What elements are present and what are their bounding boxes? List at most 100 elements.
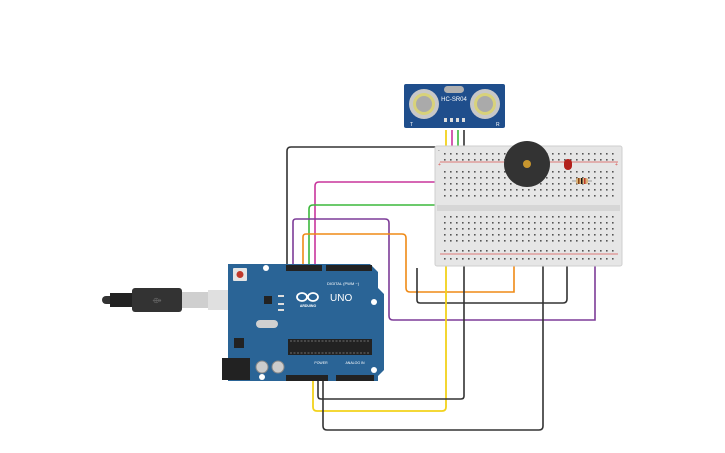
breadboard-hole[interactable] bbox=[510, 222, 512, 224]
breadboard-hole[interactable] bbox=[498, 177, 500, 179]
breadboard-hole[interactable] bbox=[546, 250, 548, 252]
breadboard-hole[interactable] bbox=[594, 222, 596, 224]
breadboard-hole[interactable] bbox=[540, 234, 542, 236]
breadboard-hole[interactable] bbox=[552, 189, 554, 191]
breadboard-hole[interactable] bbox=[468, 258, 470, 260]
breadboard-hole[interactable] bbox=[552, 234, 554, 236]
breadboard-hole[interactable] bbox=[522, 228, 524, 230]
breadboard-hole[interactable] bbox=[570, 228, 572, 230]
breadboard-hole[interactable] bbox=[480, 189, 482, 191]
breadboard-hole[interactable] bbox=[528, 250, 530, 252]
breadboard-hole[interactable] bbox=[522, 258, 524, 260]
breadboard-hole[interactable] bbox=[486, 177, 488, 179]
breadboard-hole[interactable] bbox=[492, 189, 494, 191]
breadboard-hole[interactable] bbox=[534, 234, 536, 236]
breadboard-hole[interactable] bbox=[582, 240, 584, 242]
breadboard-hole[interactable] bbox=[456, 171, 458, 173]
breadboard-hole[interactable] bbox=[612, 159, 614, 161]
breadboard-hole[interactable] bbox=[606, 258, 608, 260]
breadboard-hole[interactable] bbox=[486, 171, 488, 173]
breadboard-hole[interactable] bbox=[552, 240, 554, 242]
breadboard-hole[interactable] bbox=[444, 171, 446, 173]
breadboard-hole[interactable] bbox=[534, 228, 536, 230]
breadboard-hole[interactable] bbox=[504, 183, 506, 185]
breadboard-hole[interactable] bbox=[480, 250, 482, 252]
breadboard-hole[interactable] bbox=[552, 183, 554, 185]
breadboard-hole[interactable] bbox=[612, 250, 614, 252]
wire-led[interactable] bbox=[292, 198, 596, 321]
breadboard-hole[interactable] bbox=[498, 228, 500, 230]
breadboard-hole[interactable] bbox=[510, 250, 512, 252]
buzzer[interactable] bbox=[504, 141, 550, 187]
breadboard-hole[interactable] bbox=[456, 177, 458, 179]
breadboard-hole[interactable] bbox=[552, 228, 554, 230]
breadboard-hole[interactable] bbox=[486, 195, 488, 197]
breadboard-hole[interactable] bbox=[600, 171, 602, 173]
breadboard-hole[interactable] bbox=[606, 153, 608, 155]
breadboard-hole[interactable] bbox=[486, 216, 488, 218]
arduino-uno[interactable]: DIGITAL (PWM ~) UNO ARDUINO POWER ANALOG… bbox=[222, 264, 384, 381]
breadboard-hole[interactable] bbox=[486, 153, 488, 155]
breadboard-hole[interactable] bbox=[444, 234, 446, 236]
breadboard-hole[interactable] bbox=[570, 189, 572, 191]
breadboard-hole[interactable] bbox=[594, 171, 596, 173]
breadboard-hole[interactable] bbox=[588, 216, 590, 218]
breadboard-hole[interactable] bbox=[558, 222, 560, 224]
breadboard-hole[interactable] bbox=[564, 153, 566, 155]
breadboard-hole[interactable] bbox=[456, 183, 458, 185]
breadboard-hole[interactable] bbox=[474, 189, 476, 191]
breadboard-hole[interactable] bbox=[558, 234, 560, 236]
breadboard-hole[interactable] bbox=[468, 183, 470, 185]
breadboard-hole[interactable] bbox=[444, 159, 446, 161]
breadboard-hole[interactable] bbox=[444, 240, 446, 242]
breadboard-hole[interactable] bbox=[492, 250, 494, 252]
breadboard-hole[interactable] bbox=[528, 222, 530, 224]
breadboard-hole[interactable] bbox=[612, 195, 614, 197]
breadboard-hole[interactable] bbox=[570, 222, 572, 224]
breadboard-hole[interactable] bbox=[564, 222, 566, 224]
led[interactable] bbox=[564, 159, 572, 170]
breadboard-hole[interactable] bbox=[450, 258, 452, 260]
breadboard-hole[interactable] bbox=[486, 250, 488, 252]
breadboard-hole[interactable] bbox=[570, 216, 572, 218]
breadboard-hole[interactable] bbox=[480, 195, 482, 197]
breadboard-hole[interactable] bbox=[576, 216, 578, 218]
breadboard-hole[interactable] bbox=[594, 195, 596, 197]
breadboard-hole[interactable] bbox=[528, 189, 530, 191]
breadboard-hole[interactable] bbox=[546, 195, 548, 197]
breadboard-hole[interactable] bbox=[612, 216, 614, 218]
breadboard-hole[interactable] bbox=[468, 222, 470, 224]
breadboard-hole[interactable] bbox=[522, 222, 524, 224]
breadboard-hole[interactable] bbox=[456, 234, 458, 236]
breadboard-hole[interactable] bbox=[582, 222, 584, 224]
breadboard-hole[interactable] bbox=[558, 195, 560, 197]
breadboard-hole[interactable] bbox=[516, 216, 518, 218]
breadboard-hole[interactable] bbox=[498, 195, 500, 197]
breadboard-hole[interactable] bbox=[492, 183, 494, 185]
breadboard-hole[interactable] bbox=[546, 183, 548, 185]
breadboard-hole[interactable] bbox=[510, 234, 512, 236]
breadboard-hole[interactable] bbox=[612, 240, 614, 242]
breadboard-hole[interactable] bbox=[606, 228, 608, 230]
breadboard-hole[interactable] bbox=[456, 195, 458, 197]
breadboard-hole[interactable] bbox=[480, 240, 482, 242]
breadboard-hole[interactable] bbox=[516, 250, 518, 252]
breadboard-hole[interactable] bbox=[546, 189, 548, 191]
breadboard-hole[interactable] bbox=[582, 216, 584, 218]
breadboard-hole[interactable] bbox=[450, 216, 452, 218]
breadboard-hole[interactable] bbox=[570, 177, 572, 179]
breadboard-hole[interactable] bbox=[468, 189, 470, 191]
breadboard-hole[interactable] bbox=[522, 195, 524, 197]
breadboard-hole[interactable] bbox=[582, 171, 584, 173]
breadboard-hole[interactable] bbox=[516, 228, 518, 230]
breadboard-hole[interactable] bbox=[540, 183, 542, 185]
breadboard-hole[interactable] bbox=[534, 189, 536, 191]
breadboard-hole[interactable] bbox=[546, 258, 548, 260]
breadboard-hole[interactable] bbox=[588, 153, 590, 155]
breadboard-hole[interactable] bbox=[468, 171, 470, 173]
breadboard-hole[interactable] bbox=[444, 250, 446, 252]
breadboard-hole[interactable] bbox=[606, 216, 608, 218]
breadboard-hole[interactable] bbox=[510, 216, 512, 218]
breadboard-hole[interactable] bbox=[576, 159, 578, 161]
breadboard-hole[interactable] bbox=[540, 258, 542, 260]
